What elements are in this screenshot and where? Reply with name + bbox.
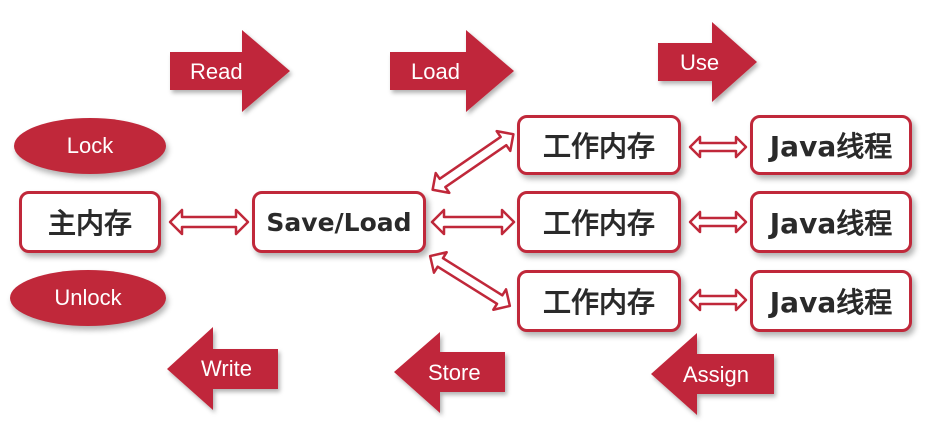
write-label: Write (201, 356, 252, 381)
unlock-badge: Unlock (10, 270, 166, 326)
write-arrow: Write (167, 327, 278, 410)
java-thread-node-3: Java线程 (750, 270, 912, 332)
working-memory-node-2: 工作内存 (517, 191, 681, 253)
store-label: Store (428, 360, 481, 385)
use-arrow: Use (658, 22, 757, 102)
main-memory-node: 主内存 (19, 191, 161, 253)
assign-label: Assign (683, 362, 749, 387)
wm2-to-thread2-connector (688, 210, 748, 234)
connectors (168, 129, 748, 312)
assign-arrow: Assign (651, 333, 774, 415)
main-to-saveload-connector (168, 208, 250, 236)
load-label: Load (411, 59, 460, 84)
wm3-to-thread3-connector (688, 288, 748, 312)
lock-badge: Lock (14, 118, 166, 174)
java-thread-node-1: Java线程 (750, 115, 912, 175)
read-label: Read (190, 59, 243, 84)
working-memory-node-1: 工作内存 (517, 115, 681, 175)
java-thread-node-2: Java线程 (750, 191, 912, 253)
saveload-to-wm1-connector (431, 129, 515, 195)
save-load-node: Save/Load (252, 191, 426, 253)
load-arrow: Load (390, 30, 514, 112)
use-label: Use (680, 50, 719, 75)
wm1-to-thread1-connector (688, 135, 748, 159)
saveload-to-wm3-connector (428, 251, 512, 311)
read-arrow: Read (170, 30, 290, 112)
saveload-to-wm2-connector (430, 208, 516, 236)
working-memory-node-3: 工作内存 (517, 270, 681, 332)
store-arrow: Store (394, 332, 505, 413)
